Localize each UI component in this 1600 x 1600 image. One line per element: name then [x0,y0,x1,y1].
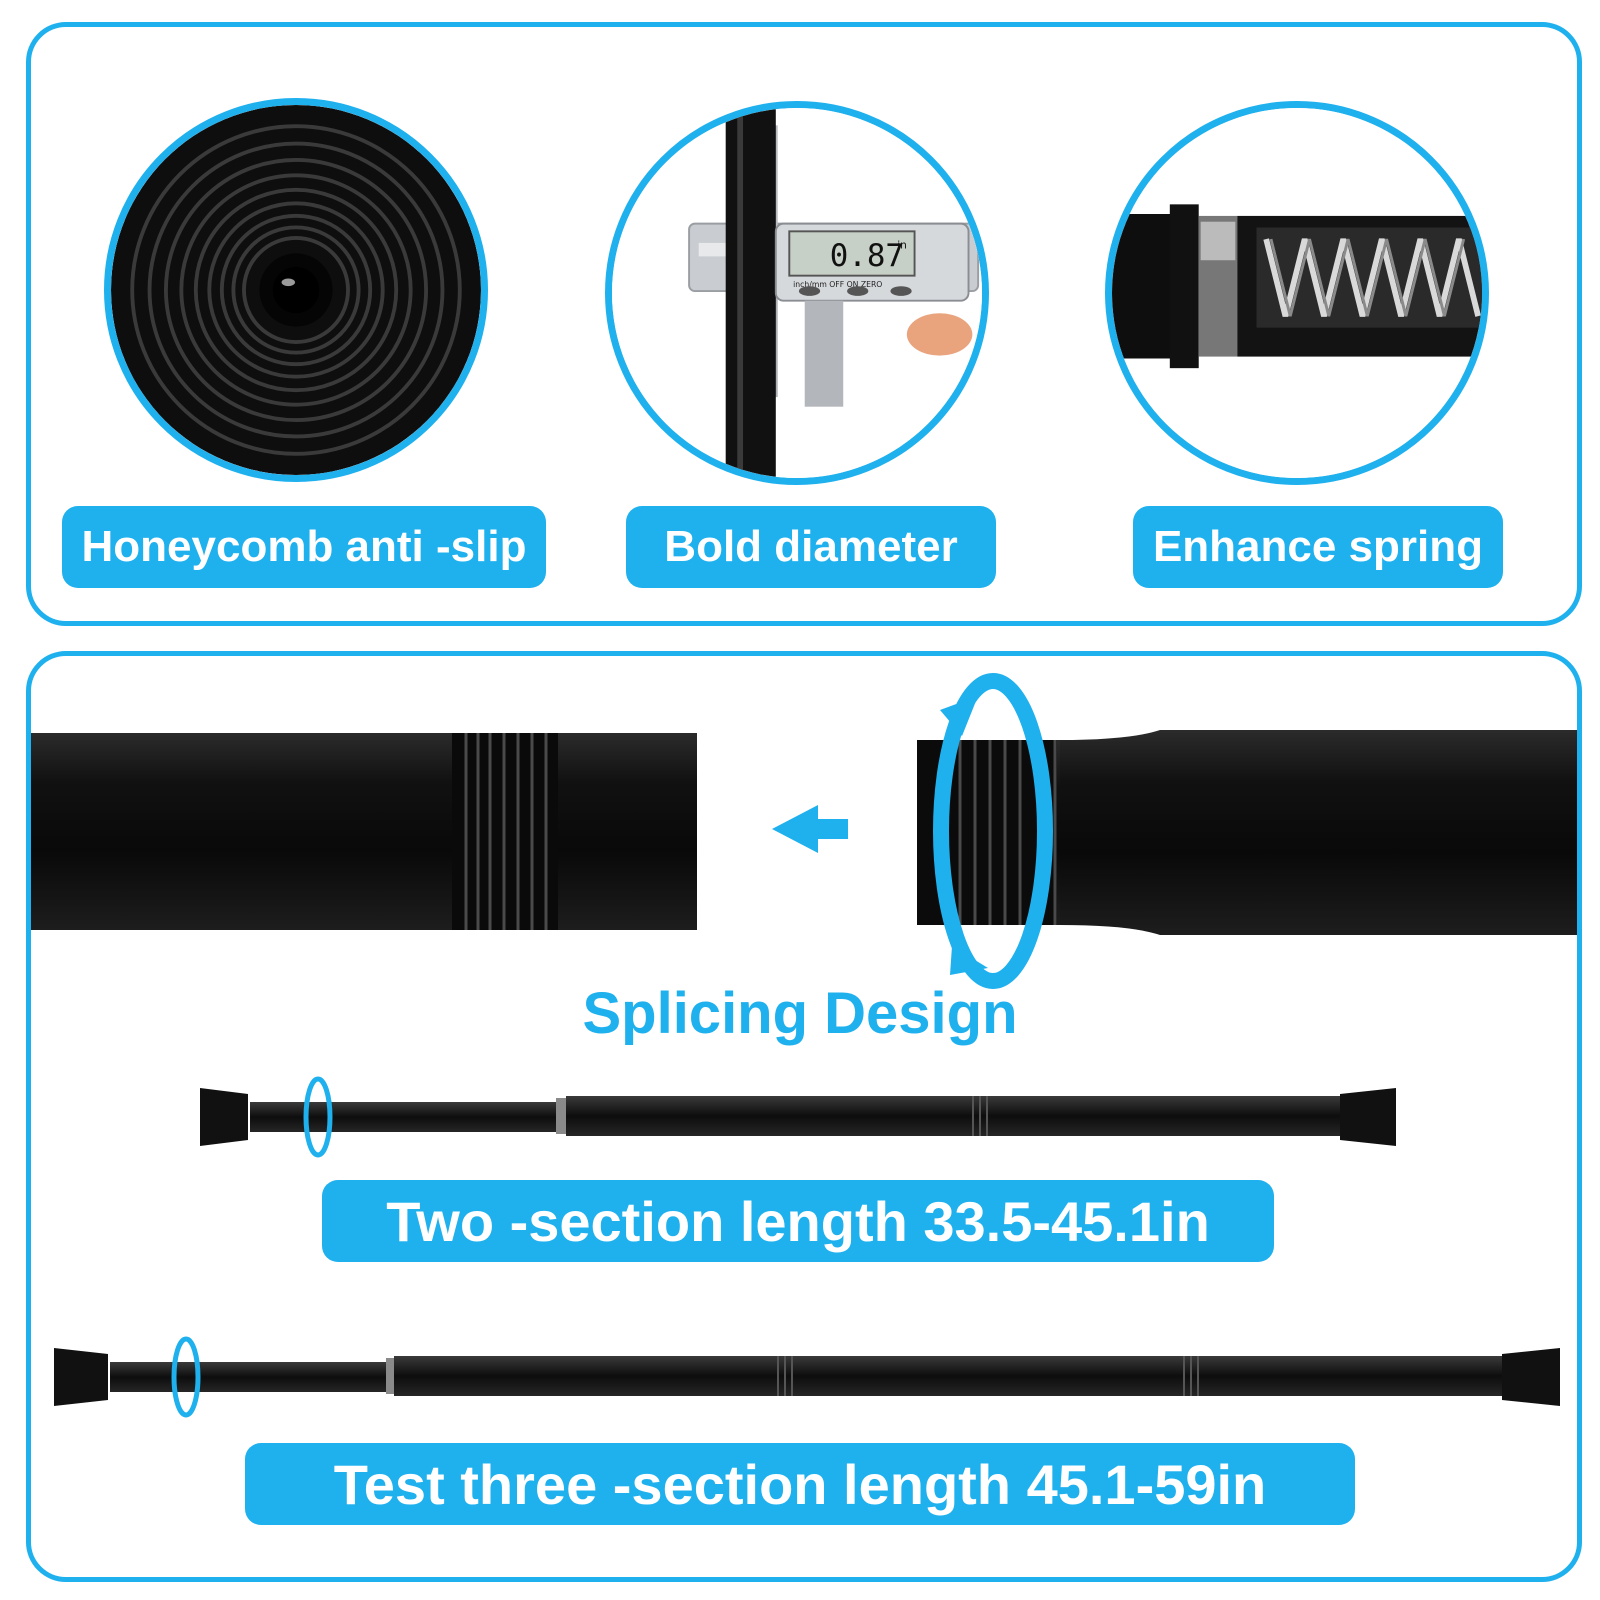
three-section-length-label: Test three -section length 45.1-59in [245,1443,1355,1525]
rotate-arrow-icon [933,673,1053,989]
rubber-end-cap-icon [104,98,488,482]
caliper-unit: in [897,240,907,252]
two-section-length-label: Two -section length 33.5-45.1in [322,1180,1274,1262]
caliper-buttons: inch/mm OFF ON ZERO [793,280,882,289]
rotate-arrowhead [940,696,978,736]
splicing-title: Splicing Design [582,981,1018,1046]
three-section-rotate-icon [171,1336,201,1418]
rotate-arrowhead-2 [950,946,988,975]
caliper-measurement-icon: 10 0.87 in inch/mm OFF ON ZERO [605,101,989,485]
feature-label-bold-diameter: Bold diameter [626,506,996,588]
left-arrow-icon [772,805,848,853]
feature-label-anti-slip: Honeycomb anti -slip [62,506,546,588]
rod-left-half [31,733,697,930]
caliper-reading: 0.87 [830,238,904,274]
feature-label-enhance-spring: Enhance spring [1133,506,1503,588]
two-section-rotate-icon [303,1076,333,1158]
spring-icon [1105,101,1489,485]
